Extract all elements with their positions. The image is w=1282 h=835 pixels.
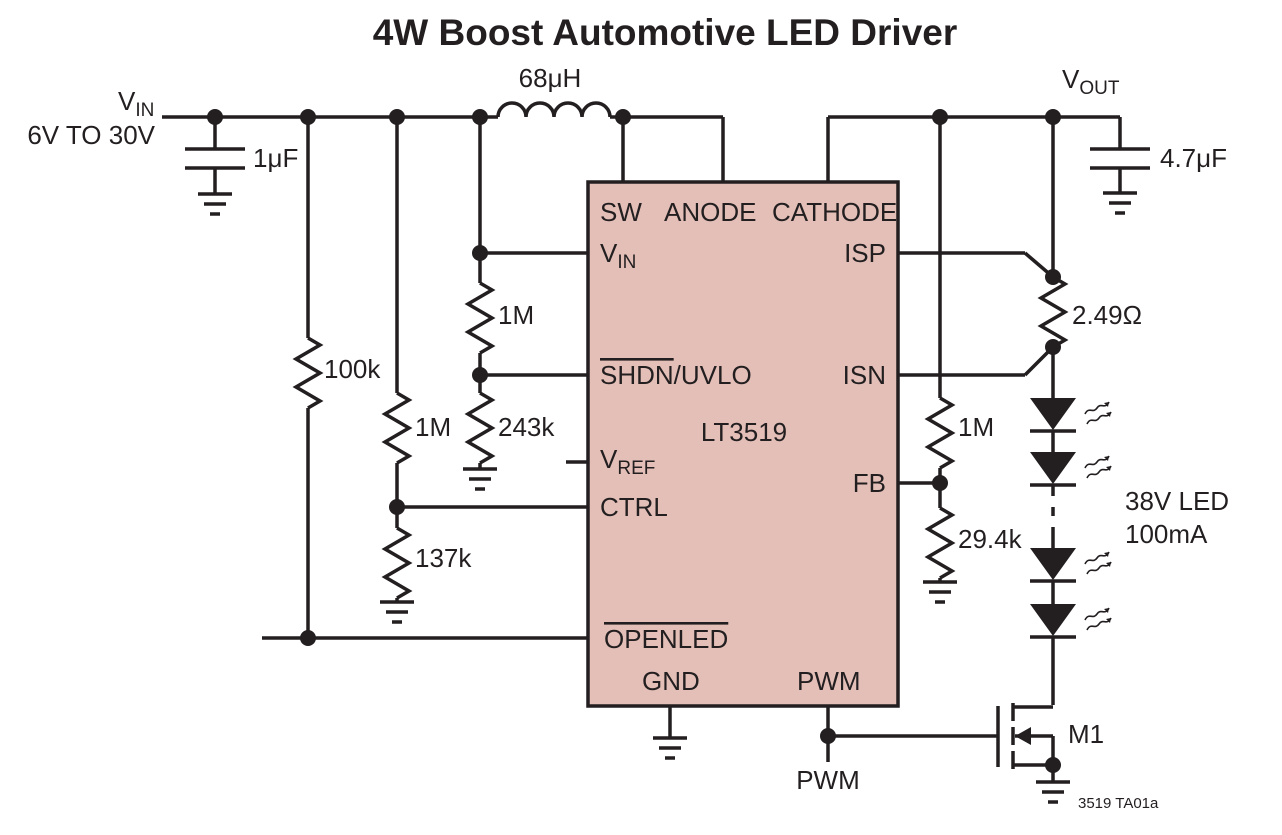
pin-vref: VREF xyxy=(600,444,655,479)
resistor-1m-fb-label: 1M xyxy=(958,412,994,442)
pin-sw: SW xyxy=(600,197,642,227)
led-spec-current: 100mA xyxy=(1125,519,1208,549)
mosfet-m1 xyxy=(996,703,1072,804)
light-emission-icon xyxy=(1084,551,1112,575)
pin-shdn-uvlo: SHDN/UVLO xyxy=(600,360,752,390)
led-icon xyxy=(1028,396,1078,433)
light-emission-icon xyxy=(1084,455,1112,479)
lt3519-ic-body xyxy=(586,180,900,708)
resistor-137k-label: 137k xyxy=(415,543,472,573)
pin-cathode: CATHODE xyxy=(772,197,897,227)
output-cap-label: 4.7μF xyxy=(1160,143,1227,173)
ground-icon xyxy=(1101,191,1139,215)
pin-isn: ISN xyxy=(843,360,886,390)
pin-ctrl: CTRL xyxy=(600,492,668,522)
diagram-title: 4W Boost Automotive LED Driver xyxy=(373,12,958,53)
ctrl-divider xyxy=(378,117,588,624)
light-emission-icon xyxy=(1084,401,1112,425)
ground-icon xyxy=(921,580,959,604)
ic-part-number: LT3519 xyxy=(701,417,787,447)
vout-label: VOUT xyxy=(1062,64,1120,99)
ground-icon xyxy=(461,467,499,491)
input-cap-label: 1μF xyxy=(253,143,298,173)
pin-pwm: PWM xyxy=(797,666,861,696)
pin-gnd: GND xyxy=(642,666,700,696)
led-icon xyxy=(1028,602,1078,639)
ground-icon xyxy=(651,736,689,760)
resistor-29k-label: 29.4k xyxy=(958,524,1023,554)
pin-anode: ANODE xyxy=(664,197,756,227)
resistor-100k-label: 100k xyxy=(324,354,381,384)
resistor-100k xyxy=(262,117,588,640)
input-capacitor xyxy=(185,117,245,216)
figure-id: 3519 TA01a xyxy=(1078,795,1159,812)
led-spec-voltage: 38V LED xyxy=(1125,486,1229,516)
ground-icon xyxy=(196,192,234,216)
resistor-1m-ctrl-label: 1M xyxy=(415,412,451,442)
led-string xyxy=(898,117,1112,705)
pin-vin: VIN xyxy=(600,238,636,273)
led-icon xyxy=(1028,546,1078,583)
pin-isp: ISP xyxy=(844,238,886,268)
sense-resistor-label: 2.49Ω xyxy=(1072,300,1142,330)
light-emission-icon xyxy=(1084,607,1112,631)
mosfet-label: M1 xyxy=(1068,719,1104,749)
resistor-243k-label: 243k xyxy=(498,412,555,442)
fb-divider xyxy=(898,117,959,604)
inductor-label: 68μH xyxy=(519,63,582,93)
vin-label: VIN xyxy=(118,86,154,121)
junction-dots xyxy=(207,109,1061,773)
vout-rail xyxy=(826,115,1150,215)
ground-icon xyxy=(1034,780,1072,804)
vin-range-label: 6V TO 30V xyxy=(27,120,155,150)
pin-openled: OPENLED xyxy=(604,624,728,654)
pin-fb: FB xyxy=(853,468,886,498)
resistor-1m-uvlo-label: 1M xyxy=(498,300,534,330)
pwm-input-label: PWM xyxy=(796,765,860,795)
vin-rail xyxy=(162,101,725,182)
ground-icon xyxy=(378,600,416,624)
led-icon xyxy=(1028,450,1078,487)
